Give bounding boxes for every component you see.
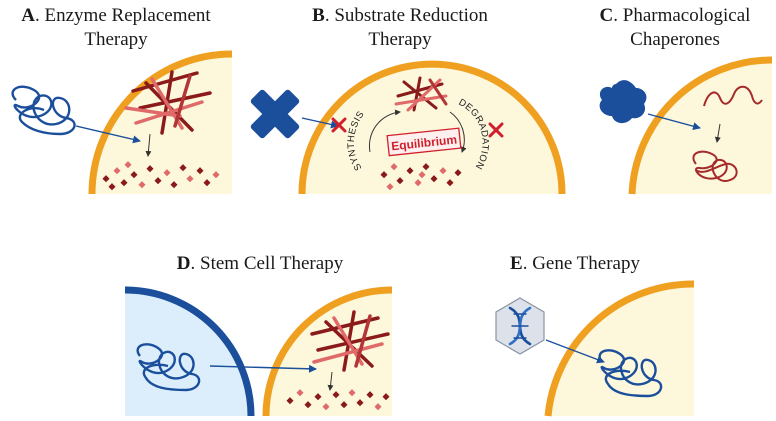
panel-b-degraded-particles [380, 163, 462, 191]
panel-c-entry-arrow [647, 113, 701, 131]
panel-d [124, 286, 393, 417]
panel-b-degradation-curve [449, 111, 467, 153]
panel-d-target-cell-membrane [262, 286, 393, 417]
panel-a-enzyme [11, 85, 76, 136]
panel-e-delivery-arrow [545, 339, 605, 364]
panel-a-title-line1: . Enzyme Replacement [35, 5, 211, 26]
panel-c-cell [632, 59, 772, 195]
panel-d-title-line1: . Stem Cell Therapy [190, 253, 344, 274]
panel-b-letter: B [312, 5, 325, 26]
panel-e-letter: E [510, 253, 523, 274]
panel-e-cell-membrane [544, 280, 695, 417]
panel-d-stem-cell [125, 290, 251, 416]
panel-d-letter: D [176, 253, 191, 274]
panel-d-transfer-arrow [209, 364, 317, 373]
panel-d-degradation-arrow [327, 371, 334, 391]
panel-b: SYNTHESIS DEGRADATION Equilibrium [250, 60, 566, 195]
panel-d-title: D. Stem Cell Therapy [140, 252, 380, 276]
panel-b-block-x-left [331, 117, 347, 133]
panel-c-folding-arrow [714, 123, 721, 143]
panel-c-chaperone [599, 80, 647, 124]
panel-b-cell-membrane [298, 60, 566, 195]
panel-c-title: C. Pharmacological Chaperones [580, 4, 770, 52]
panel-e-title-line1: . Gene Therapy [522, 253, 640, 274]
panel-d-enzyme [136, 343, 201, 392]
panel-c-misfolded-protein [703, 85, 763, 107]
panel-a-substrate-fibers [124, 70, 212, 135]
panel-b-equilibrium-label: Equilibrium [391, 132, 458, 153]
panel-b-title-line2: Therapy [368, 29, 432, 50]
panel-a-cell-membrane [88, 50, 233, 195]
panel-b-equilibrium-box: Equilibrium [386, 127, 462, 157]
panel-d-substrate-fibers [310, 310, 390, 372]
panel-a-entry-arrow [75, 125, 141, 144]
panel-b-title-line1: . Substrate Reduction [324, 5, 488, 26]
panel-a-title-line2: Therapy [84, 29, 148, 50]
panel-a-letter: A [21, 5, 36, 26]
panel-c-cell-membrane [628, 56, 773, 195]
panel-b-substrate-fibers [394, 76, 448, 112]
panel-b-entry-arrow [301, 117, 339, 129]
panel-a-title: A. Enzyme Replacement Therapy [0, 4, 232, 52]
panel-d-stem-cell-membrane [124, 286, 255, 417]
panel-e [495, 280, 695, 417]
panel-b-block-x-right [488, 122, 504, 138]
panel-b-cell [302, 64, 562, 194]
panel-c-letter: C [599, 5, 614, 26]
dna-icon [508, 306, 532, 346]
panel-c-folded-protein [692, 150, 738, 183]
panel-a-degradation-arrow [145, 133, 152, 157]
panel-b-inhibitor-cross [250, 89, 300, 139]
panel-a-degraded-particles [102, 161, 220, 191]
panel-e-enzyme [598, 349, 663, 398]
panel-d-degraded-particles [286, 389, 390, 411]
panel-c [599, 56, 773, 195]
panel-e-title: E. Gene Therapy [470, 252, 680, 276]
panel-c-title-line2: Chaperones [630, 29, 720, 50]
panel-b-title: B. Substrate Reduction Therapy [270, 4, 530, 52]
panel-e-cell [548, 283, 694, 416]
panel-b-synthesis-curve [368, 109, 401, 153]
panel-c-title-line1: . Pharmacological [613, 5, 751, 26]
panel-a [11, 50, 233, 195]
